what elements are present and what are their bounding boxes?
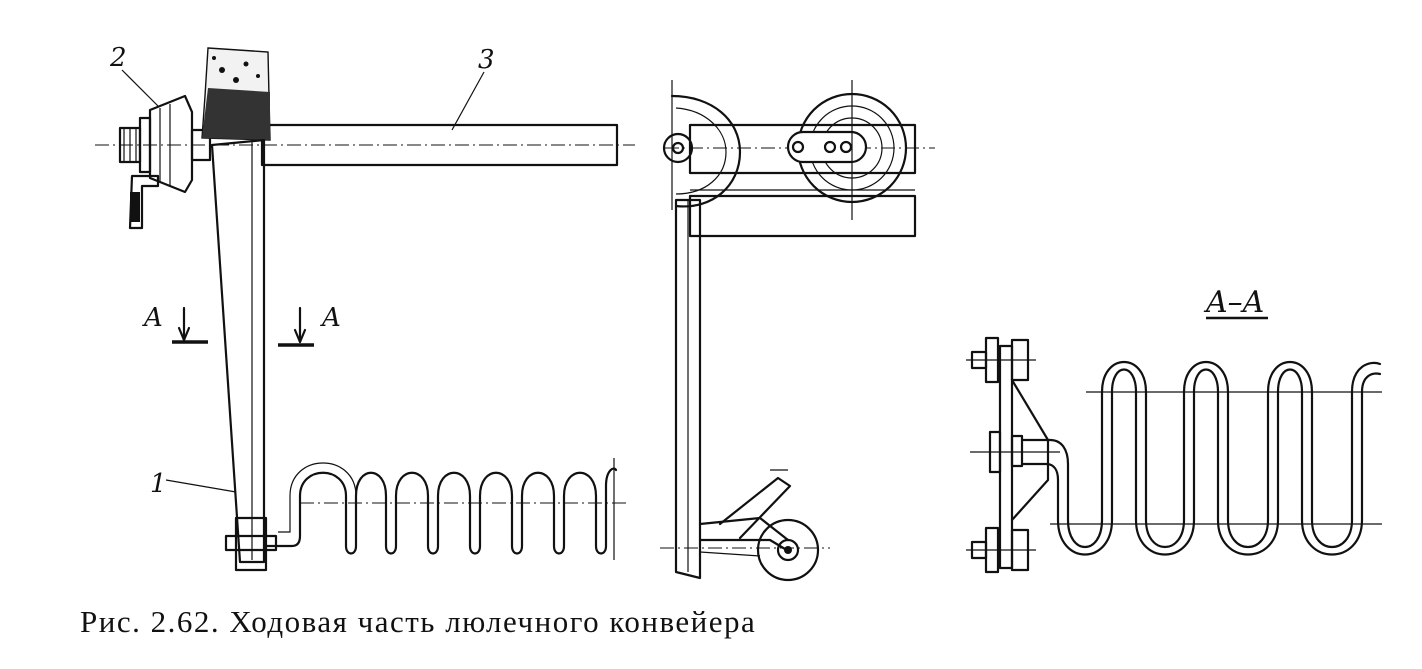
section-mark-left: A (142, 303, 163, 333)
bolt-bottom (966, 526, 1036, 574)
bolt-middle (970, 430, 1060, 474)
wheel-left (662, 80, 742, 210)
front-view (660, 80, 935, 582)
spring-side-view (264, 458, 628, 560)
side-view (95, 47, 635, 572)
label-part-2: 2 (109, 43, 127, 73)
lower-roller (660, 469, 830, 582)
section-mark-right: A (320, 303, 341, 333)
rail-hatched (201, 47, 271, 141)
bar-3 (95, 123, 635, 167)
hanger-1 (210, 138, 278, 572)
section-view (966, 316, 1382, 574)
label-part-3: 3 (478, 45, 495, 75)
label-part-1: 1 (150, 469, 167, 499)
bolt-top (966, 336, 1036, 384)
section-arrows (172, 306, 314, 347)
roller-assembly-2 (118, 94, 212, 230)
section-title: A–A (1203, 285, 1264, 320)
wheel-right (786, 80, 908, 220)
figure-caption: Рис. 2.62. Ходовая часть люлечного конве… (80, 604, 757, 639)
